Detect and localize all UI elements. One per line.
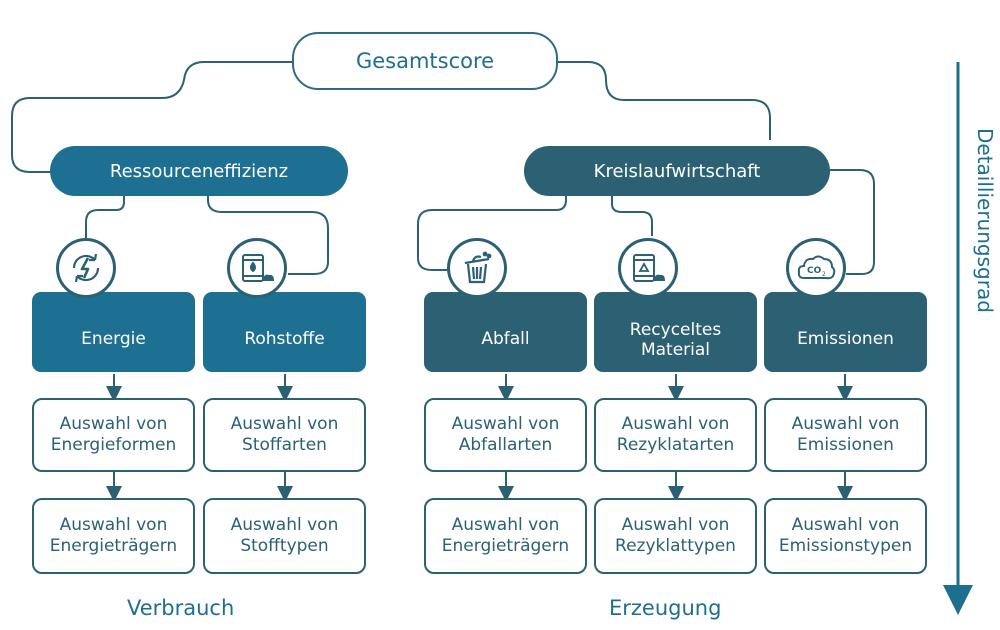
detail-label: Auswahl von Stofftypen (230, 515, 339, 556)
detail-label: Auswahl von Rezyklatarten (616, 414, 735, 455)
subcategory-label: Emissionen (797, 329, 894, 349)
detail-box-rezyklattypen: Auswahl von Rezyklattypen (594, 498, 757, 574)
detail-box-abfallarten: Auswahl von Abfallarten (424, 398, 587, 472)
detail-label: Auswahl von Emissionstypen (778, 515, 913, 556)
footer-label-erzeugung: Erzeugung (609, 596, 722, 620)
detail-box-emissionen: Auswahl von Emissionen (764, 398, 927, 472)
category-kreislaufwirtschaft: Kreislaufwirtschaft (524, 146, 830, 196)
subcategory-energie: Energie (32, 292, 195, 372)
subcategory-rohstoffe: Rohstoffe (203, 292, 366, 372)
detail-label: Auswahl von Rezyklattypen (615, 515, 736, 556)
category-ressourceneffizienz: Ressourceneffizienz (50, 146, 348, 196)
root-label: Gesamtscore (355, 49, 495, 73)
subcategory-recyceltes-material: Recyceltes Material (594, 292, 757, 372)
detail-box-emissionstypen: Auswahl von Emissionstypen (764, 498, 927, 574)
root-node-gesamtscore: Gesamtscore (292, 32, 558, 90)
footer-label-verbrauch: Verbrauch (127, 596, 235, 620)
detail-box-energietraegern: Auswahl von Energieträgern (32, 498, 195, 574)
category-label: Ressourceneffizienz (109, 160, 289, 182)
subcategory-label: Abfall (481, 329, 530, 349)
detail-box-stoffarten: Auswahl von Stoffarten (203, 398, 366, 472)
detail-label: Auswahl von Abfallarten (451, 414, 560, 455)
detail-box-energieformen: Auswahl von Energieformen (32, 398, 195, 472)
subcategory-abfall: Abfall (424, 292, 587, 372)
svg-text:2: 2 (822, 271, 826, 278)
detail-label: Auswahl von Energieformen (50, 414, 177, 455)
raw-material-barrel-icon (227, 238, 287, 298)
svg-text:CO: CO (807, 266, 822, 276)
detail-label: Auswahl von Emissionen (791, 414, 900, 455)
trash-bin-icon (447, 238, 507, 298)
detail-box-stofftypen: Auswahl von Stofftypen (203, 498, 366, 574)
detail-label: Auswahl von Energieträgern (441, 515, 570, 556)
recycling-container-icon (618, 238, 678, 298)
subcategory-emissionen: Emissionen (764, 292, 927, 372)
category-label: Kreislaufwirtschaft (593, 160, 761, 182)
detail-label: Auswahl von Stoffarten (230, 414, 339, 455)
detail-box-energietraegern-erzeugung: Auswahl von Energieträgern (424, 498, 587, 574)
side-label-detaillierungsgrad: Detaillierungsgrad (973, 128, 997, 313)
subcategory-label: Energie (81, 329, 146, 349)
co2-cloud-icon: CO 2 (786, 238, 846, 298)
energy-cycle-icon (56, 238, 116, 298)
detail-box-rezyklatarten: Auswahl von Rezyklatarten (594, 398, 757, 472)
subcategory-label: Rohstoffe (244, 329, 325, 349)
subcategory-label: Recyceltes Material (629, 320, 722, 360)
detail-label: Auswahl von Energieträgern (49, 515, 178, 556)
